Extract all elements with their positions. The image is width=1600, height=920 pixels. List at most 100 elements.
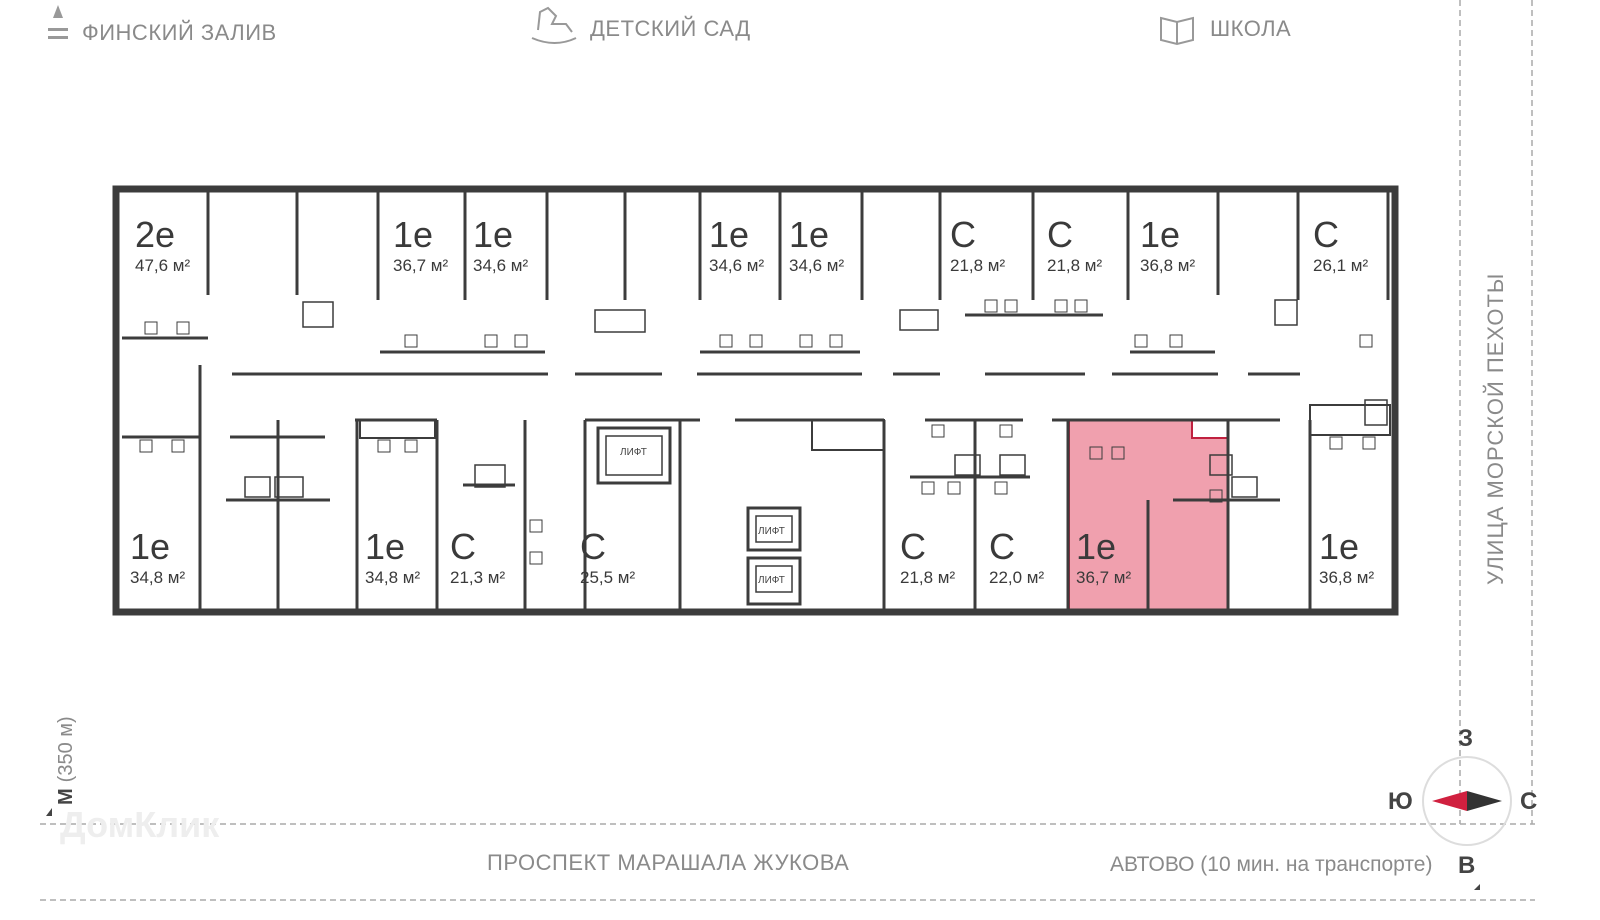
wall-box: [1074, 299, 1088, 313]
wall-box: [755, 515, 793, 543]
compass-south: Ю: [1388, 788, 1413, 815]
apartment-type: 1е: [709, 214, 750, 255]
wall-box: [139, 439, 153, 453]
wall-box: [1274, 299, 1298, 326]
apartment-type: С: [950, 214, 976, 255]
wall-box: [1329, 436, 1343, 450]
apartment-area: 26,1 м²: [1313, 256, 1369, 275]
compass-east: В: [1458, 852, 1476, 879]
wall-box: [1309, 404, 1391, 436]
apartment-type: 1е: [1140, 214, 1181, 255]
wall-box: [529, 551, 543, 565]
wall-box: [1359, 334, 1373, 348]
apartment-area: 34,6 м²: [709, 256, 765, 275]
wall-box: [404, 334, 418, 348]
apartment-type: С: [989, 526, 1015, 567]
wall-box: [899, 309, 939, 331]
wall-box: [144, 321, 158, 335]
wall-box: [596, 426, 672, 485]
wall-box: [377, 439, 391, 453]
apartment-type: С: [1313, 214, 1339, 255]
wall-box: [1231, 476, 1258, 498]
apartment-type: 1е: [365, 526, 406, 567]
wall-box: [404, 439, 418, 453]
apartment-type: 1е: [393, 214, 434, 255]
apartment-area: 34,8 м²: [365, 568, 421, 587]
wall-box: [999, 424, 1013, 438]
book-icon: [1160, 16, 1194, 46]
wall-box: [176, 321, 190, 335]
wall-box: [244, 476, 271, 498]
apartment-area: 21,8 м²: [1047, 256, 1103, 275]
apartment-type: С: [450, 526, 476, 567]
apartment-type: 1е: [1076, 526, 1117, 567]
gulf-icon: [48, 5, 68, 39]
apartment-area: 34,6 м²: [789, 256, 845, 275]
metro-icon: М: [55, 788, 77, 805]
wall-box: [921, 481, 935, 495]
landmark-school: ШКОЛА: [1210, 16, 1292, 41]
apartment-area: 36,7 м²: [393, 256, 449, 275]
apartment-area: 34,8 м²: [130, 568, 186, 587]
wall-box: [947, 481, 961, 495]
apartment-area: 25,5 м²: [580, 568, 636, 587]
wall-box: [746, 506, 802, 552]
wall-box: [749, 334, 763, 348]
wall-box: [605, 435, 663, 476]
wall-box: [1362, 436, 1376, 450]
metro-arrow-icon-2: [1474, 884, 1480, 890]
wall-box: [274, 476, 304, 498]
wall-box: [829, 334, 843, 348]
apartment-type: 2е: [135, 214, 176, 255]
lift-label: ЛИФТ: [758, 526, 785, 537]
wall-box: [799, 334, 813, 348]
wall-box: [931, 424, 945, 438]
wall-box: [719, 334, 733, 348]
wall-box: [1209, 489, 1223, 503]
wall-box: [1364, 399, 1388, 426]
wall-box: [811, 419, 885, 451]
wall-box: [994, 481, 1008, 495]
wall-box: [1004, 299, 1018, 313]
wall-box: [746, 556, 802, 606]
wall-box: [302, 301, 334, 328]
apartment-area: 21,3 м²: [450, 568, 506, 587]
metro-distance-text: (350 м): [55, 716, 77, 782]
apartment-type: 1е: [789, 214, 830, 255]
apartment-area: 34,6 м²: [473, 256, 529, 275]
wall-box: [359, 419, 436, 439]
wall-box: [1134, 334, 1148, 348]
wall-box: [171, 439, 185, 453]
metro-arrow-icon: [46, 808, 52, 816]
apartment-type: 1е: [130, 526, 171, 567]
apartment-type: 1е: [1319, 526, 1360, 567]
apartment-area: 36,8 м²: [1319, 568, 1375, 587]
apartment-type: С: [1047, 214, 1073, 255]
wall-box: [594, 309, 646, 333]
apartment-area: 36,7 м²: [1076, 568, 1132, 587]
apartment-area: 21,8 м²: [900, 568, 956, 587]
apartment-type: С: [580, 526, 606, 567]
street-east: УЛИЦА МОРСКОЙ ПЕХОТЫ: [1483, 273, 1508, 585]
wall-box: [984, 299, 998, 313]
wall-box: [755, 565, 793, 593]
wall-box: [474, 464, 506, 488]
